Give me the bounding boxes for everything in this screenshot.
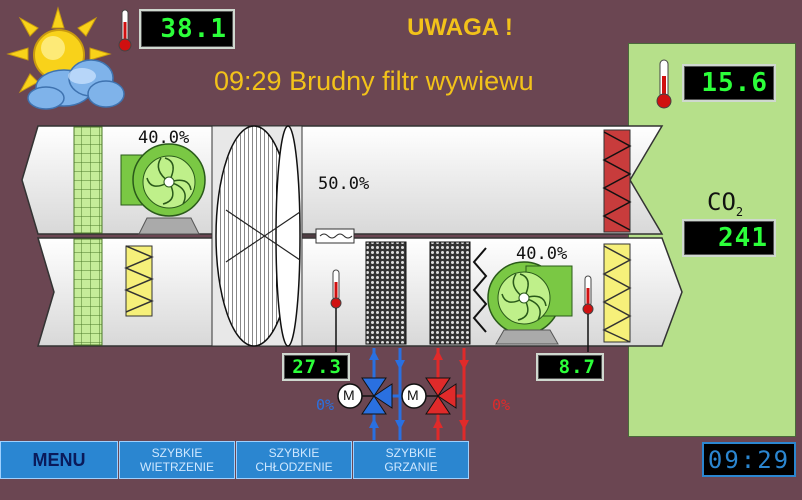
thermometer-icon bbox=[330, 269, 342, 352]
co2-display: 241 bbox=[682, 219, 776, 257]
sun-cloud-icon bbox=[6, 6, 125, 110]
menu-button[interactable]: MENU bbox=[0, 441, 118, 479]
fast-ventilation-label-line2: WIETRZENIE bbox=[140, 460, 214, 474]
outdoor-temp-value: 38.1 bbox=[160, 14, 227, 44]
heating-valve-motor-label: M bbox=[407, 387, 419, 403]
cooling-valve bbox=[337, 377, 393, 415]
exhaust-fan-percent: 40.0% bbox=[138, 128, 190, 148]
supply-temp-after-recovery-value: 27.3 bbox=[292, 356, 342, 378]
co2-label: CO2 bbox=[707, 188, 743, 219]
intake-damper bbox=[73, 238, 103, 346]
recuperator-percent: 50.0% bbox=[318, 174, 370, 194]
supply-fan-percent: 40.0% bbox=[516, 244, 568, 264]
co2-value: 241 bbox=[718, 223, 768, 253]
fast-ventilation-button[interactable]: SZYBKIE WIETRZENIE bbox=[119, 441, 235, 479]
fast-ventilation-label-line1: SZYBKIE bbox=[151, 446, 203, 460]
fast-heating-label-line1: SZYBKIE bbox=[385, 446, 437, 460]
supply-temp-display: 8.7 bbox=[536, 353, 604, 381]
supply-fan bbox=[487, 261, 573, 345]
room-temp-value: 15.6 bbox=[701, 68, 768, 98]
fast-cooling-label-line1: SZYBKIE bbox=[268, 446, 320, 460]
thermometer-icon bbox=[656, 59, 672, 109]
fast-cooling-label-line2: CHŁODZENIE bbox=[255, 460, 333, 474]
fast-heating-label-line2: GRZANIE bbox=[384, 460, 438, 474]
menu-button-label: MENU bbox=[32, 450, 86, 470]
exhaust-damper bbox=[73, 126, 103, 234]
cooling-valve-motor-label: M bbox=[343, 387, 355, 403]
warning-title: UWAGA ! bbox=[407, 14, 513, 41]
clock-display: 09:29 bbox=[702, 442, 796, 477]
exhaust-fan bbox=[120, 143, 206, 235]
thermometer-icon bbox=[118, 9, 132, 52]
co2-label-text: CO bbox=[707, 188, 736, 216]
thermometer-icon bbox=[582, 275, 594, 352]
co2-label-subscript: 2 bbox=[735, 204, 744, 219]
heater-coil bbox=[429, 241, 471, 345]
fast-cooling-button[interactable]: SZYBKIE CHŁODZENIE bbox=[236, 441, 352, 479]
room-temp-display: 15.6 bbox=[682, 64, 776, 102]
heating-valve-percent: 0% bbox=[492, 396, 511, 414]
heating-valve bbox=[401, 377, 457, 415]
supply-temp-after-recovery-display: 27.3 bbox=[282, 353, 350, 381]
outdoor-temp-display: 38.1 bbox=[139, 9, 235, 49]
supply-temp-value: 8.7 bbox=[558, 356, 596, 378]
cooling-valve-percent: 0% bbox=[316, 396, 335, 414]
exchanger-motor bbox=[315, 228, 355, 244]
supply-filter bbox=[603, 243, 631, 343]
fast-heating-button[interactable]: SZYBKIE GRZANIE bbox=[353, 441, 469, 479]
alarm-message[interactable]: 09:29 Brudny filtr wywiewu bbox=[214, 66, 534, 96]
cooler-coil bbox=[365, 241, 407, 345]
